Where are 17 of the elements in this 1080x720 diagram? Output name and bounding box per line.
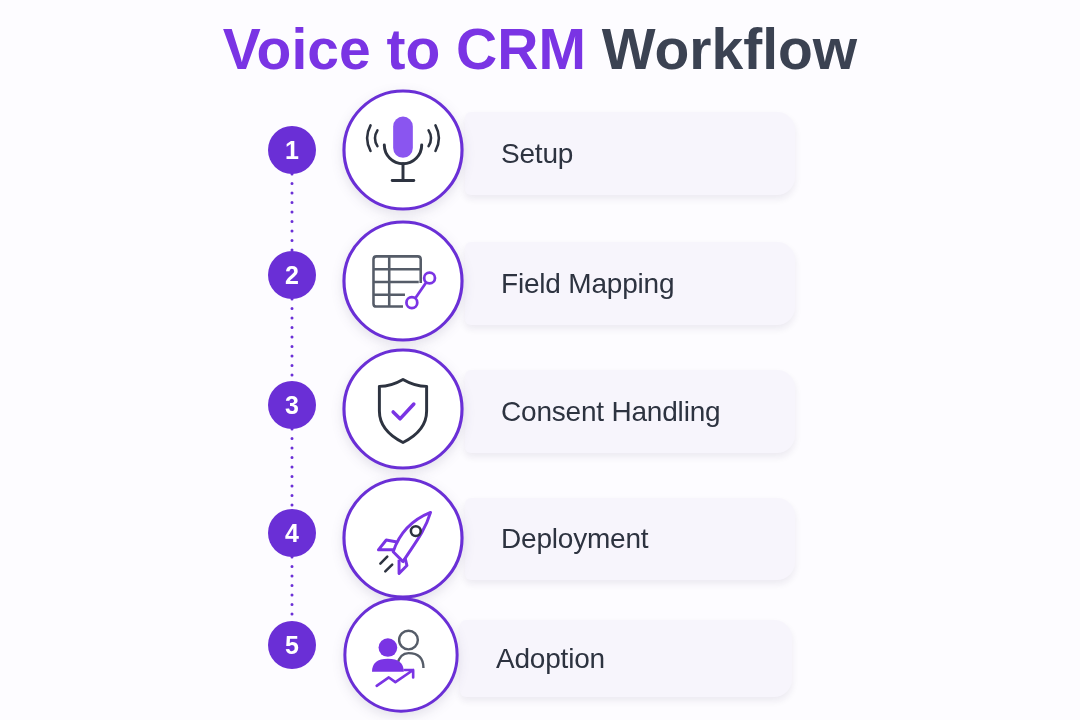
step-card <box>465 112 795 195</box>
dotted-connector <box>290 172 294 253</box>
step-number-badge: 2 <box>268 251 316 299</box>
step-number-badge: 1 <box>268 126 316 174</box>
step-number-badge: 4 <box>268 509 316 557</box>
step-title: Field Mapping <box>501 267 675 300</box>
step-title: Setup <box>501 137 574 170</box>
step-title: Deployment <box>501 523 649 555</box>
step-card <box>465 370 795 453</box>
step-number-badge: 5 <box>268 621 316 669</box>
step-card <box>465 498 795 580</box>
step-card <box>460 620 792 697</box>
diagram-title: Voice to CRM Workflow <box>222 16 858 83</box>
step-title: Consent Handling <box>501 395 721 428</box>
step-number-badge: 3 <box>268 381 316 429</box>
step-title: Adoption <box>496 642 605 675</box>
step-card <box>465 242 795 325</box>
